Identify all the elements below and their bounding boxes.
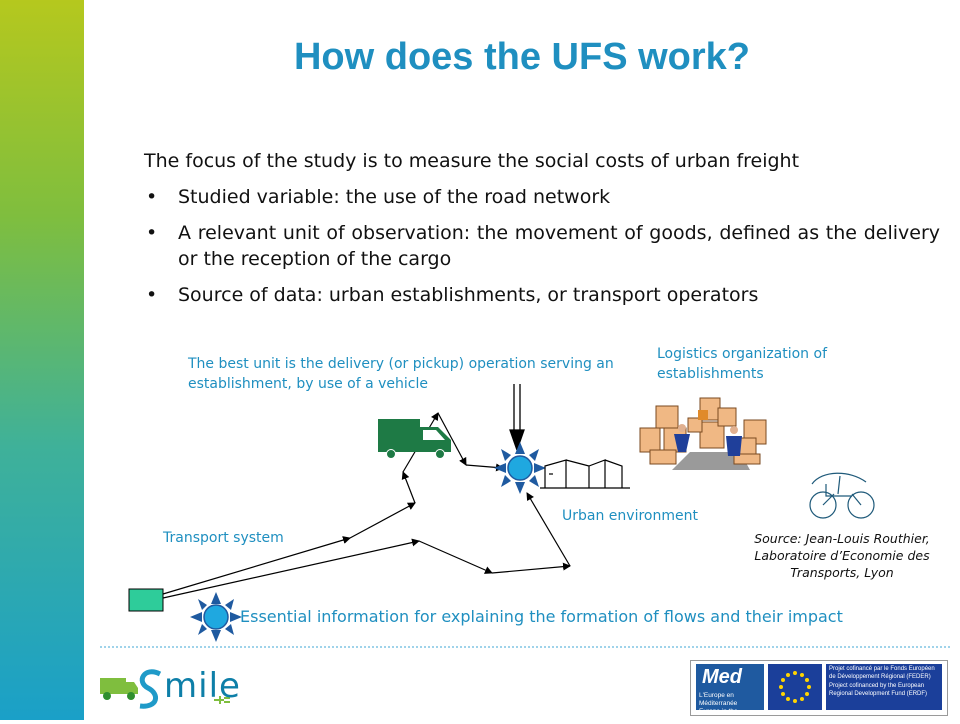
source-line: Transports, Lyon bbox=[790, 565, 894, 580]
logo-text: mile bbox=[164, 666, 241, 706]
logistics-label: Logistics organization of establishments bbox=[657, 346, 828, 382]
warehouse-boxes-icon bbox=[639, 397, 767, 470]
eu-flag-icon bbox=[768, 664, 822, 710]
star-node-icon bbox=[494, 442, 546, 494]
smile-logo-icon bbox=[100, 669, 230, 709]
footer-divider bbox=[100, 646, 950, 648]
transport-label: Transport system bbox=[163, 530, 284, 546]
med-logo: Med L'Europe en Méditerranée Europe in t… bbox=[696, 664, 764, 723]
med-subtitle: L'Europe en Méditerranée Europe in the M… bbox=[699, 692, 764, 724]
bullet-list: Studied variable: the use of the road ne… bbox=[144, 184, 940, 318]
origin-box bbox=[128, 588, 164, 612]
fund-text-fr: Projet cofinancé par le Fonds Européen d… bbox=[829, 666, 935, 680]
legend-star-icon bbox=[190, 592, 242, 642]
buildings-icon bbox=[540, 459, 630, 489]
pointer-arrow bbox=[509, 384, 525, 452]
carriage-icon bbox=[809, 472, 875, 519]
intro-text: The focus of the study is to measure the… bbox=[144, 150, 800, 172]
bullet-item: Source of data: urban establishments, or… bbox=[144, 282, 940, 308]
med-line: Europe in the Mediterranean bbox=[699, 708, 741, 723]
route-arrows bbox=[162, 412, 571, 599]
best-unit-label: The best unit is the delivery (or pickup… bbox=[188, 356, 614, 392]
fund-text: Projet cofinancé par le Fonds Européen d… bbox=[826, 664, 942, 710]
sidebar-gradient bbox=[0, 0, 84, 720]
med-line: L'Europe en Méditerranée bbox=[699, 692, 738, 707]
urban-label: Urban environment bbox=[562, 508, 698, 524]
source-line: Source: Jean-Louis Routhier, bbox=[754, 531, 930, 546]
source-line: Laboratoire d’Economie des bbox=[754, 548, 930, 563]
med-title: Med bbox=[702, 666, 742, 688]
essential-info-label: Essential information for explaining the… bbox=[240, 607, 843, 626]
fund-text-en: Project cofinanced by the European Regio… bbox=[829, 683, 928, 697]
slide-title: How does the UFS work? bbox=[293, 36, 751, 78]
van-icon bbox=[378, 419, 451, 459]
bullet-item: A relevant unit of observation: the move… bbox=[144, 220, 940, 272]
bullet-item: Studied variable: the use of the road ne… bbox=[144, 184, 940, 210]
source-citation: Source: Jean-Louis Routhier, Laboratoire… bbox=[742, 530, 942, 581]
